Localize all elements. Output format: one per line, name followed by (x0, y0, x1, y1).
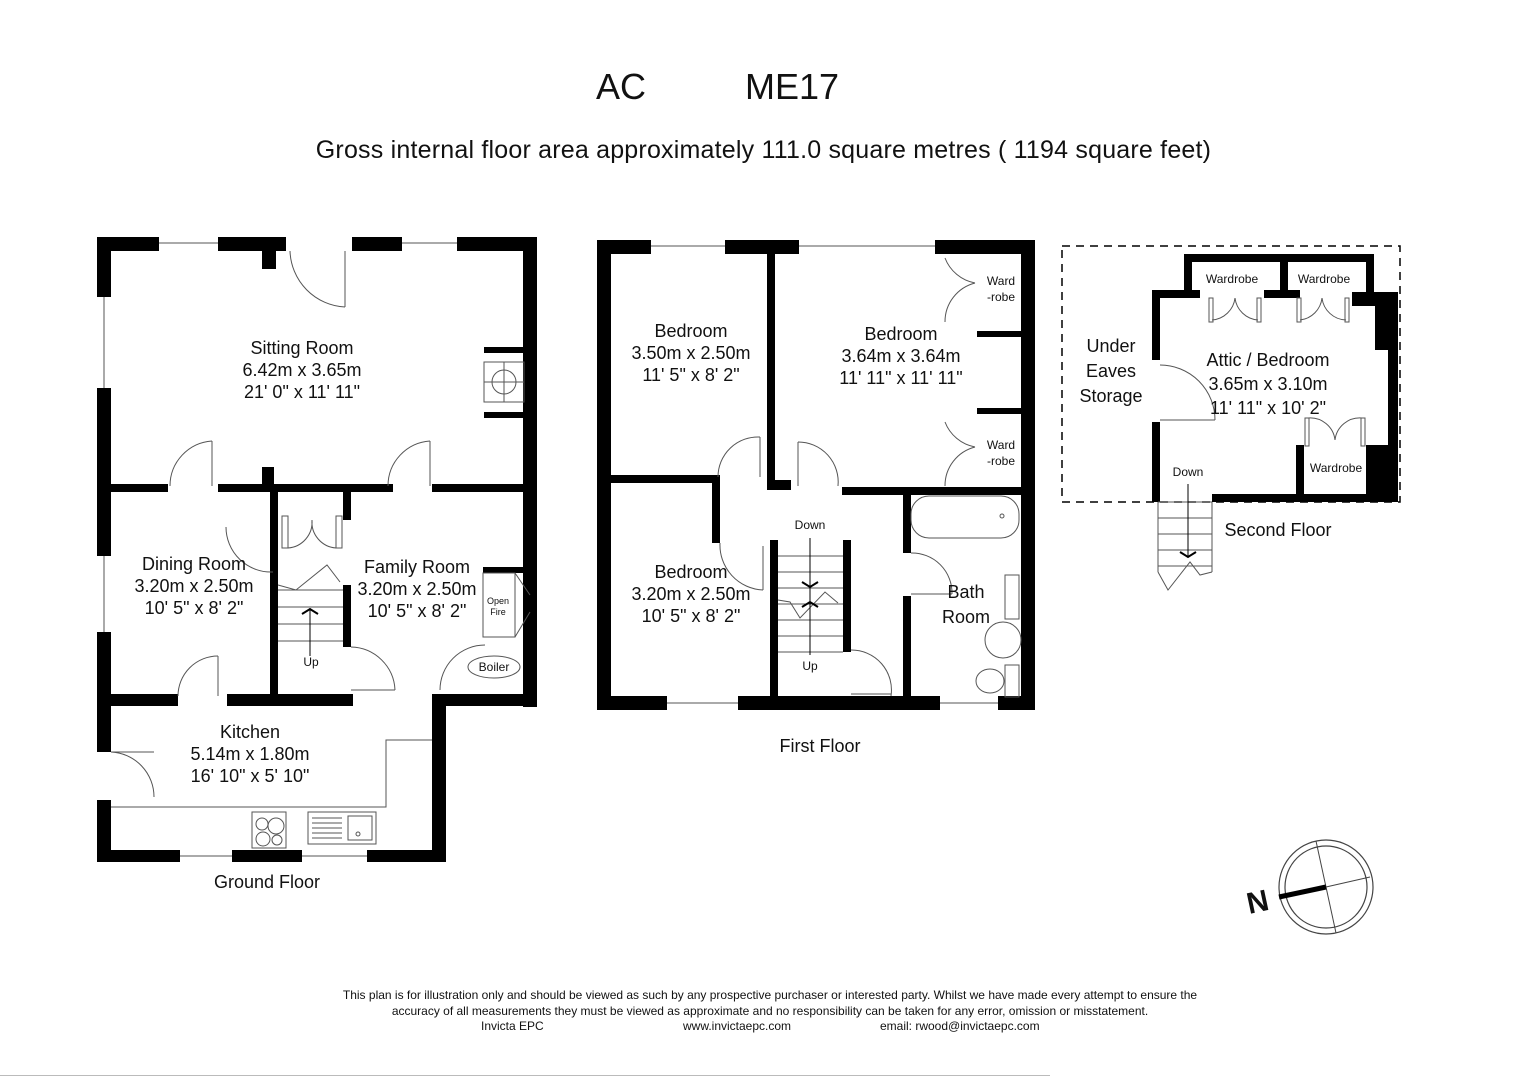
storage-line3: Storage (1079, 386, 1143, 406)
gross-area-text: Gross internal floor area approximately … (315, 136, 1212, 164)
room-name: Sitting Room (250, 338, 354, 358)
bathroom-label: Bath Room (942, 580, 990, 630)
disclaimer: This plan is for illustration only and s… (300, 987, 1240, 1019)
stairs-up-label: Up (802, 659, 818, 673)
bedroom-1-label: Bedroom 3.50m x 2.50m 11' 5" x 8' 2" (631, 320, 750, 386)
second-floor-drawing (1061, 245, 1401, 591)
family-room-label: Family Room 3.20m x 2.50m 10' 5" x 8' 2" (357, 556, 476, 622)
room-size-imperial: 10' 5" x 8' 2" (144, 598, 244, 618)
boiler-label: Boiler (478, 660, 510, 674)
dining-room-label: Dining Room 3.20m x 2.50m 10' 5" x 8' 2" (134, 553, 253, 619)
scan-edge-line (0, 1075, 1050, 1076)
wardrobe-line1: Ward (986, 274, 1016, 288)
plan-ref-left: AC (596, 66, 647, 107)
wardrobe-line2: -robe (986, 454, 1016, 468)
first-floor-title: First Floor (779, 736, 861, 756)
room-name: Dining Room (141, 554, 247, 574)
open-fire-line2: Fire (490, 607, 506, 617)
room-size-imperial: 16' 10" x 5' 10" (190, 766, 310, 786)
email-link[interactable]: email: rwood@invictaepc.com (880, 1019, 1040, 1033)
room-size-imperial: 21' 0" x 11' 11" (243, 382, 361, 402)
open-fire-line1: Open (486, 596, 510, 606)
room-size-metric: 3.20m x 2.50m (631, 584, 751, 604)
room-size-metric: 3.50m x 2.50m (631, 343, 751, 363)
room-size-imperial: 10' 5" x 8' 2" (641, 606, 741, 626)
bedroom-3-label: Bedroom 3.20m x 2.50m 10' 5" x 8' 2" (631, 561, 750, 627)
room-name: Family Room (363, 557, 470, 577)
room-size-imperial: 11' 11" x 10' 2" (1209, 398, 1327, 418)
open-fire-label: Open Fire (487, 596, 509, 618)
room-name: Bedroom (654, 321, 728, 341)
attic-bedroom-label: Attic / Bedroom 3.65m x 3.10m 11' 11" x … (1206, 348, 1329, 420)
second-floor-title: Second Floor (1224, 520, 1332, 540)
room-size-metric: 3.20m x 2.50m (357, 579, 477, 599)
room-size-imperial: 11' 5" x 8' 2" (642, 365, 740, 385)
wardrobe-label-right: Wardrobe (1297, 272, 1351, 286)
under-eaves-storage-label: Under Eaves Storage (1079, 334, 1142, 409)
room-size-imperial: 11' 11" x 11' 11" (839, 368, 963, 388)
disclaimer-line1: This plan is for illustration only and s… (342, 988, 1198, 1002)
room-size-imperial: 10' 5" x 8' 2" (367, 601, 467, 621)
ground-floor-walls (97, 237, 537, 862)
wardrobe-line1: Ward (986, 438, 1016, 452)
company-name: Invicta EPC (481, 1019, 544, 1033)
website-link[interactable]: www.invictaepc.com (683, 1019, 792, 1033)
kitchen-label: Kitchen 5.14m x 1.80m 16' 10" x 5' 10" (190, 721, 309, 787)
room-size-metric: 6.42m x 3.65m (242, 360, 362, 380)
wardrobe-label-bottom: Wardrobe (1309, 461, 1363, 475)
stairs-down-label: Down (794, 518, 826, 532)
stairs-up-label: Up (303, 655, 319, 669)
wardrobe-line2: -robe (986, 290, 1016, 304)
storage-line2: Eaves (1085, 361, 1137, 381)
bedroom-2-label: Bedroom 3.64m x 3.64m 11' 11" x 11' 11" (839, 323, 962, 389)
bathroom-line1: Bath (947, 582, 985, 602)
first-floor-walls (597, 240, 1035, 710)
ground-floor-details (103, 242, 531, 857)
room-name: Attic / Bedroom (1206, 350, 1330, 370)
first-floor-details (651, 245, 1022, 704)
room-size-metric: 3.64m x 3.64m (841, 346, 961, 366)
compass-icon (1278, 839, 1374, 935)
room-name: Kitchen (219, 722, 281, 742)
disclaimer-line2: accuracy of all measurements they must b… (391, 1004, 1149, 1018)
stairs-down-label: Down (1172, 465, 1204, 479)
ground-floor-title: Ground Floor (213, 872, 321, 892)
room-size-metric: 5.14m x 1.80m (190, 744, 310, 764)
bathroom-line2: Room (941, 607, 991, 627)
sitting-room-label: Sitting Room 6.42m x 3.65m 21' 0" x 11' … (242, 337, 361, 403)
room-name: Bedroom (654, 562, 728, 582)
storage-line1: Under (1086, 336, 1136, 356)
room-size-metric: 3.65m x 3.10m (1208, 374, 1328, 394)
room-size-metric: 3.20m x 2.50m (134, 576, 254, 596)
wardrobe-label-upper: Ward -robe (987, 273, 1015, 305)
wardrobe-label-left: Wardrobe (1205, 272, 1259, 286)
room-name: Bedroom (864, 324, 938, 344)
wardrobe-label-lower: Ward -robe (987, 437, 1015, 469)
plan-ref-right: ME17 (745, 66, 840, 107)
